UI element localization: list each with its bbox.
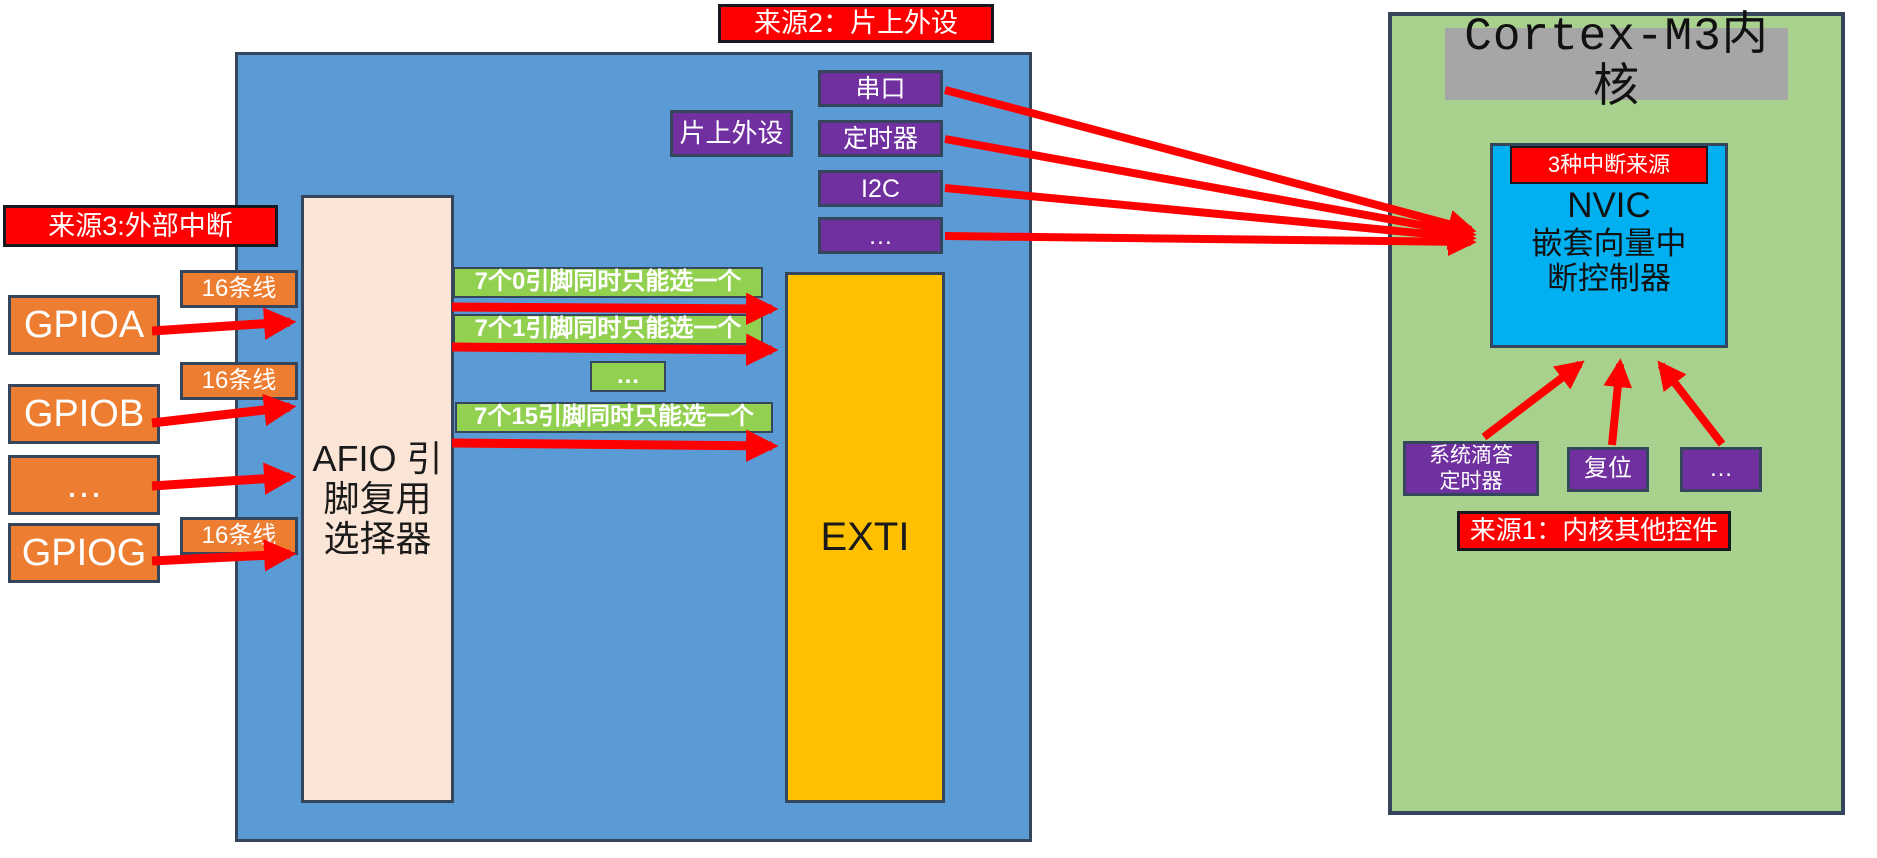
timer-label: 定时器 xyxy=(842,124,918,153)
systick-label: 系统滴答定时器 xyxy=(1429,444,1513,493)
lines16-tag-a: 16条线 xyxy=(180,270,298,308)
i2c-label: I2C xyxy=(861,174,900,203)
timer-block: 定时器 xyxy=(818,120,943,157)
gpiob-label: GPIOB xyxy=(23,392,145,435)
gpiog-label: GPIOG xyxy=(21,531,147,574)
pin0-select-text: 7个0引脚同时只能选一个 xyxy=(474,268,742,296)
cortex-m3-core-container xyxy=(1388,12,1845,815)
onchip-peripheral-tag: 片上外设 xyxy=(670,110,793,157)
source1-banner: 来源1：内核其他控件 xyxy=(1457,511,1731,551)
gpioa-label: GPIOA xyxy=(23,303,145,346)
lines16-tag-b: 16条线 xyxy=(180,362,298,400)
pin1-select-text: 7个1引脚同时只能选一个 xyxy=(474,315,742,343)
reset-block: 复位 xyxy=(1567,447,1649,492)
pin1-select-label: 7个1引脚同时只能选一个 xyxy=(453,314,763,345)
core-title-block: Cortex-M3内核 xyxy=(1445,12,1788,115)
reset-label: 复位 xyxy=(1584,455,1632,483)
afio-text: AFIO 引脚复用选择器 xyxy=(312,437,443,560)
nvic-desc-line1: 嵌套向量中 xyxy=(1531,225,1687,261)
nvic-name: NVIC xyxy=(1567,186,1651,225)
gpioa-block: GPIOA xyxy=(8,295,160,355)
kernel-ellipsis-block: … xyxy=(1680,447,1762,492)
pin15-select-text: 7个15引脚同时只能选一个 xyxy=(473,403,755,431)
nvic-text: NVIC 嵌套向量中 断控制器 xyxy=(1490,186,1728,346)
lines16-tag-g: 16条线 xyxy=(180,517,298,555)
uart-label: 串口 xyxy=(855,74,906,103)
gpio-ellipsis-label: … xyxy=(65,463,103,506)
pin-ellipsis-text: … xyxy=(616,362,640,390)
onchip-peripheral-text: 片上外设 xyxy=(679,117,784,148)
afio-name: AFIO xyxy=(312,437,397,479)
nvic-sources-badge-text: 3种中断来源 xyxy=(1547,151,1671,177)
exti-block: EXTI xyxy=(785,272,945,803)
lines16-tag-g-text: 16条线 xyxy=(201,521,277,549)
exti-label: EXTI xyxy=(820,515,910,560)
uart-block: 串口 xyxy=(818,70,943,107)
i2c-block: I2C xyxy=(818,170,943,207)
afio-desc: 引脚复用选择器 xyxy=(323,437,443,560)
peripheral-ellipsis-block: … xyxy=(818,217,943,254)
lines16-tag-b-text: 16条线 xyxy=(201,366,277,394)
source2-banner-text: 来源2：片上外设 xyxy=(753,8,959,39)
lines16-tag-a-text: 16条线 xyxy=(201,274,277,302)
systick-block: 系统滴答定时器 xyxy=(1403,441,1539,496)
source2-banner: 来源2：片上外设 xyxy=(718,4,994,43)
source1-banner-text: 来源1：内核其他控件 xyxy=(1469,515,1719,546)
gpiob-block: GPIOB xyxy=(8,384,160,444)
core-title-text: Cortex-M3内核 xyxy=(1464,11,1769,115)
source3-banner-text: 来源3:外部中断 xyxy=(48,210,233,241)
peripheral-ellipsis-label: … xyxy=(868,221,893,250)
nvic-sources-badge: 3种中断来源 xyxy=(1510,146,1708,184)
pin15-select-label: 7个15引脚同时只能选一个 xyxy=(455,402,773,433)
pin0-select-label: 7个0引脚同时只能选一个 xyxy=(453,267,763,298)
nvic-desc-line2: 断控制器 xyxy=(1547,260,1671,296)
afio-block: AFIO 引脚复用选择器 xyxy=(301,195,454,803)
gpiog-block: GPIOG xyxy=(8,523,160,583)
kernel-ellipsis-label: … xyxy=(1709,455,1733,483)
pin-ellipsis-label: … xyxy=(590,361,666,392)
gpio-ellipsis-block: … xyxy=(8,455,160,515)
source3-banner: 来源3:外部中断 xyxy=(3,205,278,247)
